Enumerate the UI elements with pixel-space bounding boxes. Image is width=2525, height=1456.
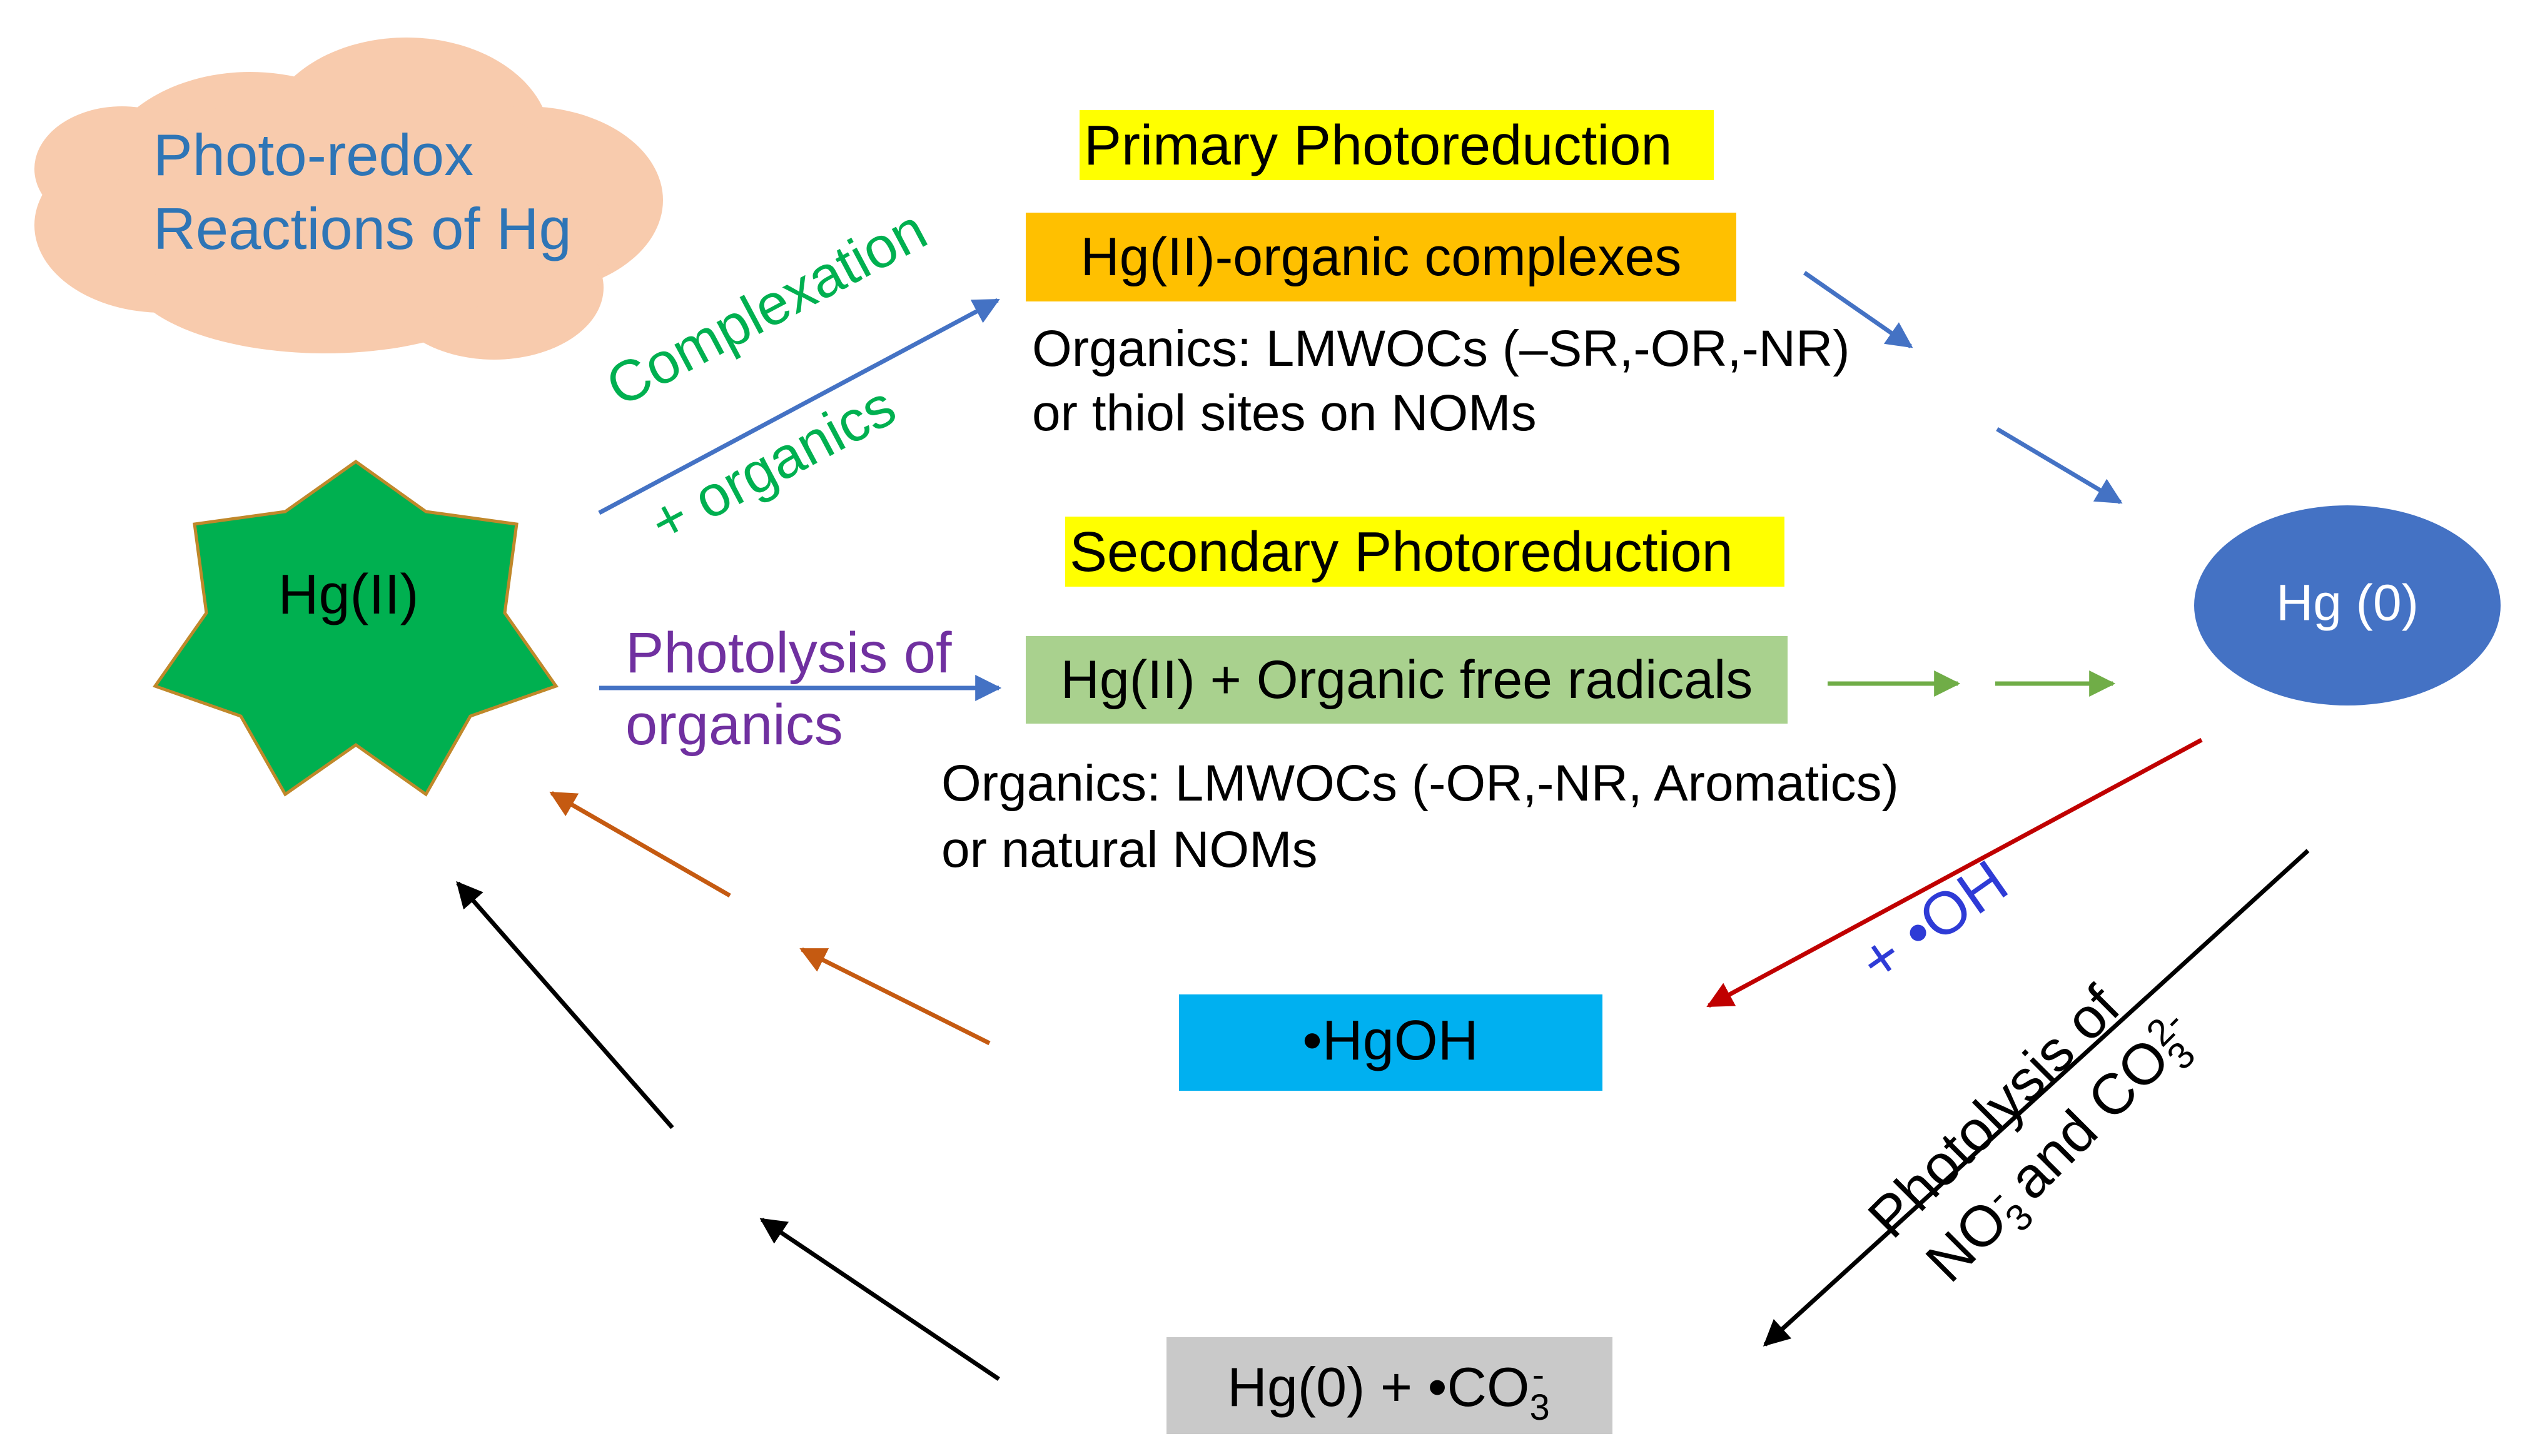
co3-box-subscript: 3 (1529, 1387, 1549, 1428)
co3-box (1166, 1337, 1612, 1434)
secondary-desc-line2: or natural NOMs (941, 821, 1318, 878)
primary-title: Primary Photoreduction (1084, 114, 1672, 177)
primary-to-hg0-arrow-2 (1996, 427, 2123, 505)
hgoh-to-hg2-arrow-2 (549, 791, 731, 898)
cloud-shape (34, 38, 663, 360)
complexation-label-line2: + organics (640, 373, 906, 555)
oh-label: + •OH (1848, 847, 2020, 996)
primary-desc-line2: or thiol sites on NOMs (1032, 385, 1537, 442)
co3-box-superscript: - (1532, 1355, 1544, 1395)
hg0-to-hgoh-arrow (1706, 737, 2203, 1008)
primary-to-hg0-arrow-1 (1803, 271, 1913, 348)
hg2-label: Hg(II) (278, 564, 419, 626)
hgoh-to-hg2-arrow-1 (799, 947, 991, 1046)
cloud-title-line1: Photo-redox (153, 122, 473, 188)
hg0-label: Hg (0) (2276, 575, 2419, 632)
complexation-arrow (598, 298, 1000, 515)
secondary-title: Secondary Photoreduction (1070, 521, 1733, 584)
hg0-ellipse (2194, 505, 2501, 705)
hg0-to-co3-arrow (1763, 849, 2310, 1347)
photolysis-organics-line2: organics (625, 693, 843, 757)
co3-label: Hg(0) + •CO3- (1227, 1355, 1549, 1428)
secondary-desc-line1: Organics: LMWOCs (-OR,-NR, Aromatics) (941, 755, 1899, 812)
secondary-radicals-box (1026, 636, 1788, 724)
hgoh-label: •HgOH (1302, 1009, 1479, 1072)
photolysis-organics-line1: Photolysis of (625, 621, 952, 685)
primary-title-highlight (1080, 110, 1714, 180)
hg2-star (153, 459, 559, 797)
co3-to-hg2-arrow-2 (456, 881, 674, 1130)
hgoh-box (1179, 994, 1602, 1091)
primary-desc-line1: Organics: LMWOCs (–SR,-OR,-NR) (1032, 320, 1850, 377)
cloud-title-line2: Reactions of Hg (153, 196, 572, 261)
primary-complex-label: Hg(II)-organic complexes (1081, 227, 1682, 287)
secondary-radicals-label: Hg(II) + Organic free radicals (1061, 650, 1753, 710)
co3-to-hg2-arrow-1 (759, 1218, 1000, 1381)
photolysis-no3-label-group: Photolysis of NO3- and CO32- (1856, 974, 2204, 1294)
co3-base-text: Hg(0) + •CO (1227, 1356, 1529, 1418)
secondary-title-highlight (1065, 517, 1784, 587)
primary-complex-box (1026, 213, 1736, 301)
